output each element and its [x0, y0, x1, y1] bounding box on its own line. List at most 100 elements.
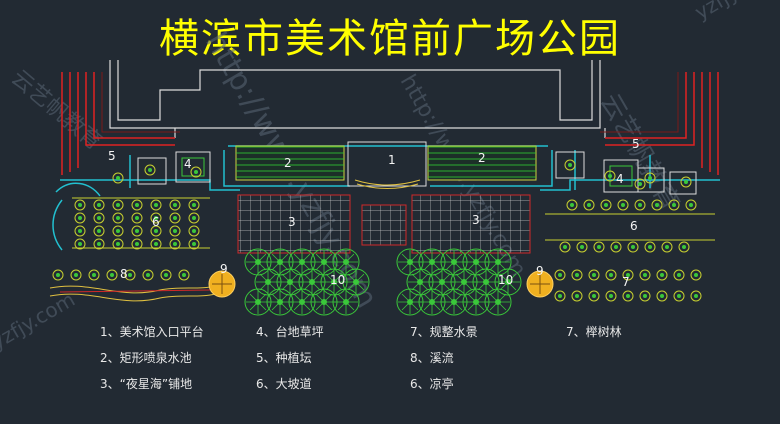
drawing-title: 横滨市美术馆前广场公园 [159, 16, 621, 62]
shrub-symbol [169, 199, 181, 211]
watermark-brand: 云艺帆教育 [594, 89, 685, 217]
shrub-symbol [566, 199, 578, 211]
shrub-symbol [678, 241, 690, 253]
shrub-symbol [690, 290, 702, 302]
label-5-right: 5 [632, 137, 640, 151]
tree-symbol [484, 248, 512, 276]
shrub-symbol [150, 199, 162, 211]
shrub-symbol [74, 212, 86, 224]
shrub-symbol [144, 164, 156, 176]
museum-building [109, 60, 606, 138]
shrub-symbol [93, 225, 105, 237]
shrub-symbol [571, 290, 583, 302]
shrub-symbol [605, 269, 617, 281]
label-6-right: 6 [630, 219, 638, 233]
shrub-symbol [93, 212, 105, 224]
fountain-pool-left [235, 145, 345, 181]
watermark-brand: 云艺帆教育 [6, 65, 106, 155]
shrub-symbol [588, 269, 600, 281]
shrub-symbol [554, 269, 566, 281]
shrub-symbol [559, 241, 571, 253]
shrub-symbol [131, 225, 143, 237]
shrub-symbol [656, 290, 668, 302]
shrub-symbol [564, 159, 576, 171]
paving-grid-center [361, 204, 407, 246]
terrace-lawn-left [175, 151, 211, 183]
label-6-left: 6 [152, 215, 160, 229]
shrub-symbol [52, 269, 64, 281]
tree-symbol [484, 288, 512, 316]
pavilion-left [208, 270, 236, 298]
legend-item-2: 2、矩形喷泉水池 [100, 351, 192, 365]
shrub-symbol [160, 269, 172, 281]
tree-symbol [332, 288, 360, 316]
planting-bed-right [555, 151, 697, 195]
shrub-symbol [622, 290, 634, 302]
shrub-symbol [106, 269, 118, 281]
shrub-symbol [112, 199, 124, 211]
shrub-symbol [588, 290, 600, 302]
label-3-left: 3 [288, 215, 296, 229]
label-10-right: 10 [498, 273, 513, 287]
shrub-symbol [610, 241, 622, 253]
tree-symbol [342, 268, 370, 296]
planting-bed-left [137, 157, 167, 185]
shrub-symbol [70, 269, 82, 281]
label-10-left: 10 [330, 273, 345, 287]
shrub-symbol [600, 199, 612, 211]
label-8: 8 [120, 267, 128, 281]
label-9-left: 9 [220, 262, 228, 276]
shrub-symbol [571, 269, 583, 281]
label-3-right: 3 [472, 213, 480, 227]
shrub-symbol [634, 199, 646, 211]
label-4-right: 4 [616, 172, 624, 186]
shrub-symbol [617, 199, 629, 211]
shrub-symbol [112, 172, 124, 184]
legend: 1、美术馆入口平台 2、矩形喷泉水池 3、“夜星海”铺地 4、台地草坪 5、种植… [100, 324, 622, 391]
shrub-symbol [690, 269, 702, 281]
label-9-right: 9 [536, 264, 544, 278]
shrub-symbol [131, 199, 143, 211]
shrub-symbol [661, 241, 673, 253]
ramp-left [52, 197, 210, 251]
shrub-symbol [639, 269, 651, 281]
label-4-left: 4 [184, 157, 192, 171]
shrub-symbol [88, 269, 100, 281]
shrub-symbol [576, 241, 588, 253]
tree-symbol [332, 248, 360, 276]
legend-item-10: 7、榉树林 [566, 324, 622, 339]
shrub-symbol [74, 199, 86, 211]
paving-grid-right [411, 194, 531, 254]
shrub-symbol [685, 199, 697, 211]
shrub-symbol [593, 241, 605, 253]
entrance-platform [347, 141, 427, 189]
boundary-red-dark [101, 72, 679, 133]
label-1: 1 [388, 153, 396, 167]
shrub-symbol [188, 225, 200, 237]
shrub-symbol [583, 199, 595, 211]
shrub-symbol [627, 241, 639, 253]
shrub-symbol [673, 269, 685, 281]
watermark-short: yzfjy.com [691, 0, 780, 24]
paving-grid-left [237, 194, 351, 254]
label-2-right: 2 [478, 151, 486, 165]
shrub-symbol [188, 212, 200, 224]
pavilion-right [526, 270, 554, 298]
shrub-symbol [112, 225, 124, 237]
legend-item-8: 8、溪流 [410, 351, 454, 365]
watermark-short: yzfjy.com [0, 287, 79, 354]
shrub-symbol [93, 199, 105, 211]
shrub-symbol [131, 212, 143, 224]
legend-item-7: 7、规整水景 [410, 324, 478, 339]
shrub-symbol [680, 176, 692, 188]
legend-item-9: 6、凉亭 [410, 376, 454, 391]
shrub-symbol [639, 290, 651, 302]
ramp-right [545, 213, 715, 241]
legend-item-3: 3、“夜星海”铺地 [100, 376, 192, 391]
legend-item-6: 6、大坡道 [256, 377, 312, 391]
shrub-symbol [142, 269, 154, 281]
legend-item-4: 4、台地草坪 [256, 324, 324, 339]
shrub-symbol [112, 212, 124, 224]
